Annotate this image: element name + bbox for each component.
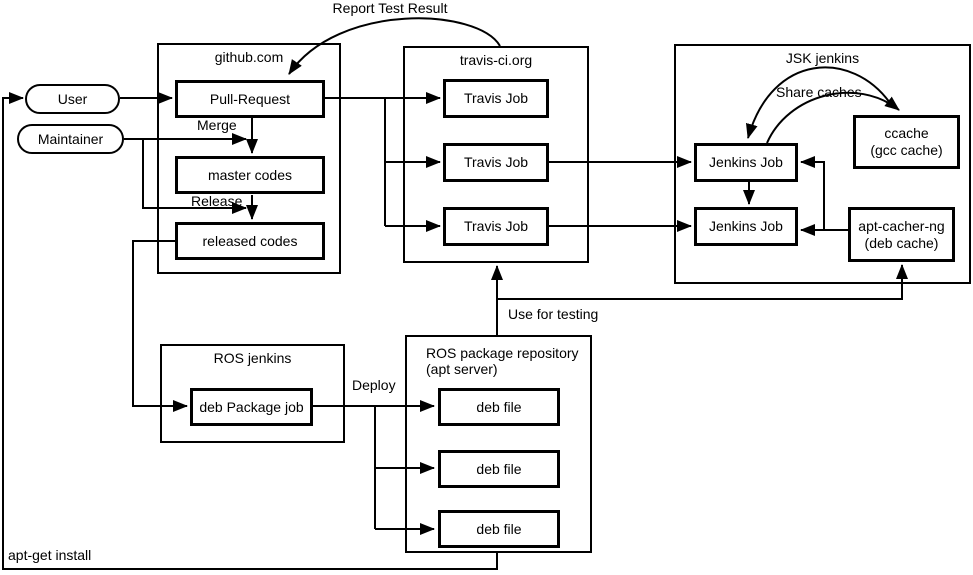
node-ccache-label: ccache bbox=[884, 125, 929, 142]
label-report-test-result: Report Test Result bbox=[332, 0, 448, 16]
node-deb-file-1-label: deb file bbox=[476, 398, 522, 415]
label-deploy: Deploy bbox=[352, 377, 396, 393]
label-release: Release bbox=[191, 193, 243, 209]
node-deb-file-2-label: deb file bbox=[476, 460, 522, 477]
node-jenkins-job-1-label: Jenkins Job bbox=[709, 154, 783, 171]
node-jenkins-job-1: Jenkins Job bbox=[694, 143, 798, 182]
group-ros-repo-title: ROS package repository (apt server) bbox=[426, 345, 579, 377]
node-jenkins-job-2: Jenkins Job bbox=[694, 207, 798, 246]
group-ros-repo-title-line1: ROS package repository bbox=[426, 345, 579, 361]
group-ros-jenkins-title: ROS jenkins bbox=[213, 350, 292, 366]
group-ros-repo-title-line2: (apt server) bbox=[426, 361, 498, 378]
edge-apt-get-install bbox=[2, 92, 498, 570]
node-deb-file-3: deb file bbox=[438, 510, 560, 548]
node-jenkins-job-2-label: Jenkins Job bbox=[709, 218, 783, 235]
node-travis-job-3-label: Travis Job bbox=[463, 218, 529, 235]
label-merge: Merge bbox=[197, 117, 237, 133]
actor-maintainer: Maintainer bbox=[17, 124, 124, 154]
group-travis: travis-ci.org bbox=[403, 46, 589, 263]
node-master-codes: master codes bbox=[175, 156, 325, 194]
edge-share-cache-to-jenkins bbox=[745, 66, 891, 139]
actor-user-label: User bbox=[57, 91, 88, 107]
label-use-for-testing: Use for testing bbox=[508, 306, 599, 322]
label-share-caches: Share caches bbox=[776, 84, 862, 100]
node-travis-job-1: Travis Job bbox=[443, 79, 549, 118]
node-deb-file-3-label: deb file bbox=[476, 520, 522, 537]
node-apt-cacher-ng: apt-cacher-ng (deb cache) bbox=[848, 207, 955, 262]
node-released-codes-label: released codes bbox=[202, 232, 298, 249]
actor-user: User bbox=[25, 84, 120, 114]
group-github-title: github.com bbox=[214, 49, 284, 65]
node-travis-job-3: Travis Job bbox=[443, 207, 549, 246]
node-deb-file-1: deb file bbox=[438, 388, 560, 426]
edge-repo-to-aptcacher bbox=[497, 264, 908, 300]
edge-report-test-result bbox=[288, 17, 501, 75]
group-github: github.com bbox=[157, 43, 341, 274]
edge-share-cache-to-ccache bbox=[766, 91, 900, 144]
edge-aptcacher-to-jenkins1 bbox=[800, 156, 848, 231]
node-travis-job-1-label: Travis Job bbox=[463, 90, 529, 107]
node-master-codes-label: master codes bbox=[207, 166, 293, 183]
actor-maintainer-label: Maintainer bbox=[37, 131, 104, 147]
group-ros-jenkins: ROS jenkins bbox=[160, 344, 345, 443]
node-released-codes: released codes bbox=[175, 222, 325, 260]
node-deb-package-job: deb Package job bbox=[190, 388, 313, 426]
node-travis-job-2-label: Travis Job bbox=[463, 154, 529, 171]
group-travis-title: travis-ci.org bbox=[459, 52, 533, 68]
node-pull-request-label: Pull-Request bbox=[209, 90, 291, 107]
node-deb-file-2: deb file bbox=[438, 450, 560, 488]
node-travis-job-2: Travis Job bbox=[443, 143, 549, 182]
node-pull-request: Pull-Request bbox=[175, 80, 325, 118]
label-apt-get-install: apt-get install bbox=[8, 547, 92, 563]
node-deb-package-job-label: deb Package job bbox=[199, 398, 304, 415]
node-apt-cacher-ng-sublabel: (deb cache) bbox=[864, 234, 939, 251]
group-ros-repo: ROS package repository (apt server) bbox=[405, 335, 592, 553]
node-ccache: ccache (gcc cache) bbox=[853, 115, 960, 169]
group-jsk-jenkins: JSK jenkins bbox=[674, 44, 971, 284]
node-apt-cacher-ng-label: apt-cacher-ng bbox=[858, 217, 945, 234]
group-jsk-jenkins-title: JSK jenkins bbox=[785, 50, 860, 66]
edge-maintainer-release bbox=[142, 139, 247, 214]
node-ccache-sublabel: (gcc cache) bbox=[870, 142, 943, 158]
